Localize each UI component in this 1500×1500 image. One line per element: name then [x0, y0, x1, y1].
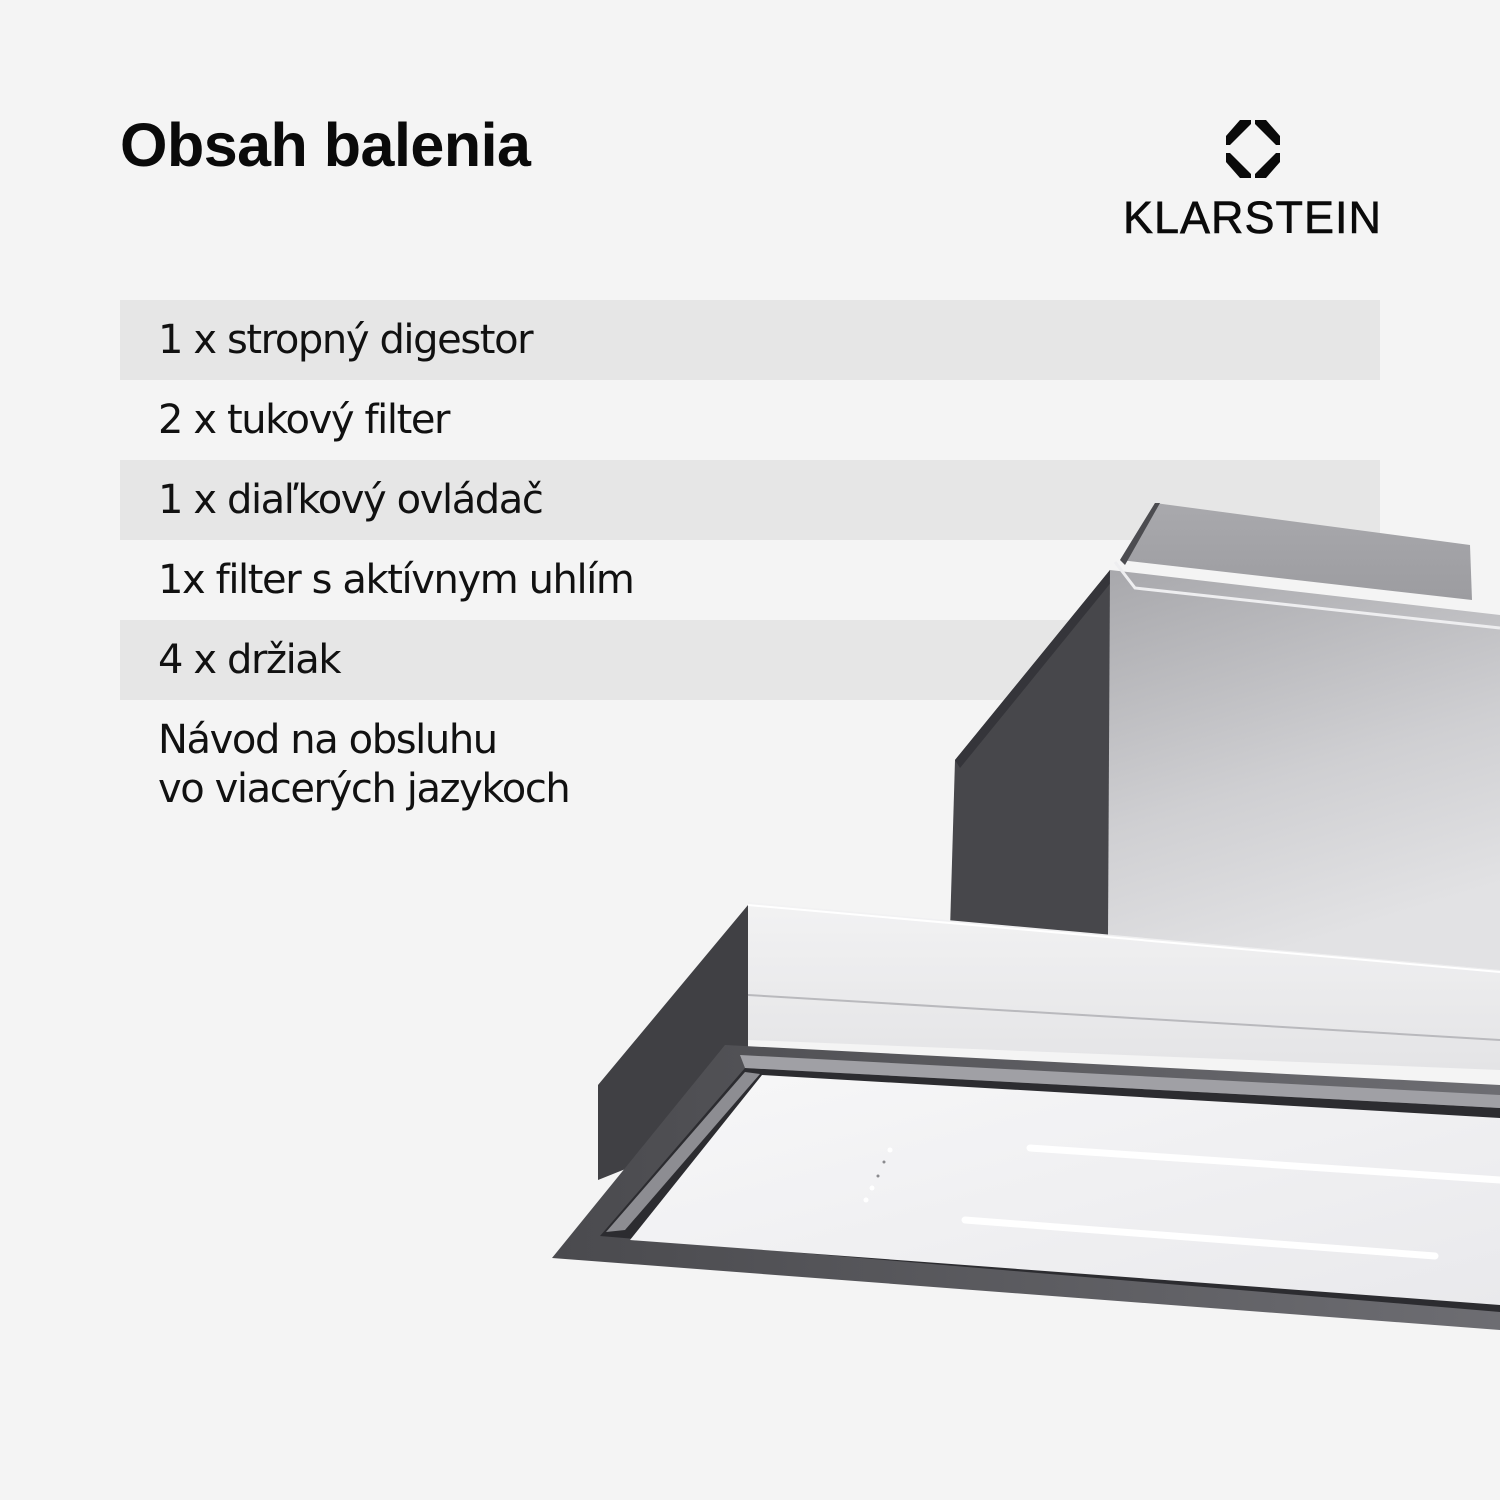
item-label: 1x filter s aktívnym uhlím	[158, 557, 635, 603]
list-item: 1 x diaľkový ovládač	[120, 460, 1380, 540]
brand-name: KLARSTEIN	[1122, 192, 1383, 243]
package-contents-list: 1 x stropný digestor 2 x tukový filter 1…	[120, 300, 1380, 814]
list-item: 2 x tukový filter	[120, 380, 1380, 460]
item-label: 1 x stropný digestor	[158, 317, 534, 363]
list-item: 4 x držiak	[120, 620, 1380, 700]
manual-line-2: vo viacerých jazykoch	[158, 766, 571, 812]
list-item-manual: Návod na obsluhu vo viacerých jazykoch	[120, 700, 1380, 814]
manual-line-1: Návod na obsluhu	[158, 717, 498, 763]
item-label: 4 x držiak	[158, 637, 342, 683]
item-label: 2 x tukový filter	[158, 397, 451, 443]
octagon-logo-icon	[1222, 118, 1284, 180]
brand-logo: KLARSTEIN	[1120, 118, 1385, 242]
page-title: Obsah balenia	[120, 111, 531, 179]
item-label: 1 x diaľkový ovládač	[158, 477, 544, 523]
list-item: 1x filter s aktívnym uhlím	[120, 540, 1380, 620]
list-item: 1 x stropný digestor	[120, 300, 1380, 380]
